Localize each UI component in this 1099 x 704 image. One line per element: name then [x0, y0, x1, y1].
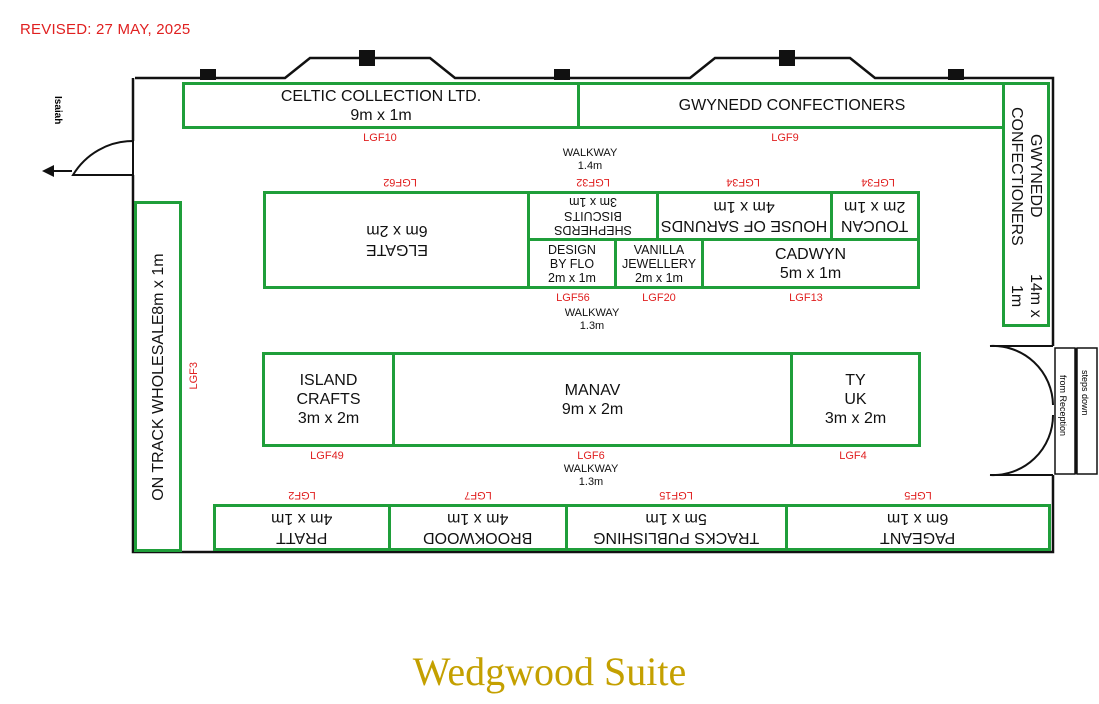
- stand-design-by-flo[interactable]: DESIGN BY FLO 2m x 1m: [527, 238, 617, 289]
- entrance-label-1: steps down: [1080, 370, 1090, 416]
- entrance-label-2: from Reception: [1058, 375, 1068, 437]
- stand-size: 4m x 1m: [713, 198, 776, 215]
- stand-name: PAGEANT: [880, 528, 956, 546]
- stand-celtic-collection[interactable]: CELTIC COLLECTION LTD. 9m x 1m: [182, 82, 580, 129]
- stand-code: LGF15: [659, 489, 693, 501]
- stand-size: 5m x 1m: [779, 264, 842, 282]
- stand-size: 5m x 1m: [645, 509, 708, 527]
- stand-name: CADWYN: [774, 245, 847, 263]
- stand-name: TOUCAN: [841, 217, 909, 234]
- stand-name: CELTIC COLLECTION LTD.: [280, 87, 482, 105]
- stand-ty-uk[interactable]: TY UK 3m x 2m: [790, 352, 921, 447]
- stand-code: LGF3: [188, 362, 200, 390]
- walkway-text: WALKWAY: [562, 147, 618, 159]
- stand-house-of-sarunds[interactable]: HOUSE OF SARUNDS 4m x 1m: [656, 191, 833, 241]
- stand-code: LGF6: [577, 450, 605, 462]
- stand-name: VANILLA JEWELLERY: [621, 242, 697, 271]
- stand-code: LGF49: [310, 450, 344, 462]
- stand-size: 4m x 1m: [271, 509, 333, 527]
- stand-toucan[interactable]: TOUCAN 2m x 1m: [830, 191, 920, 241]
- stand-name: GWYNEDD CONFECTIONERS: [678, 97, 906, 114]
- stand-code: LGF5: [904, 489, 932, 501]
- stand-size: 3m x 1m: [569, 195, 617, 209]
- stand-size: 3m x 2m: [824, 410, 887, 427]
- stand-size: 2m x 1m: [548, 270, 596, 285]
- stand-code: LGF34: [861, 176, 895, 188]
- walkway-text: WALKWAY: [564, 307, 620, 319]
- stand-code: LGF62: [383, 176, 417, 188]
- stand-tracks-publishing[interactable]: TRACKS PUBLISHING 5m x 1m: [565, 504, 788, 551]
- stand-size: 14m x 1m: [1008, 273, 1044, 318]
- stand-name: GWYNEDD CONFECTIONERS: [1008, 106, 1044, 246]
- stand-code: LGF13: [789, 292, 823, 304]
- stand-pageant[interactable]: PAGEANT 6m x 1m: [785, 504, 1051, 551]
- stand-name: ELGATE: [365, 241, 428, 258]
- stand-size: 3m x 2m: [297, 410, 360, 427]
- walkway-label: WALKWAY 1.4m: [550, 147, 630, 173]
- stand-size: 2m x 1m: [635, 270, 683, 285]
- stand-name: TRACKS PUBLISHING: [593, 528, 760, 546]
- walkway-width: 1.4m: [577, 160, 603, 172]
- stand-gwynedd-side[interactable]: GWYNEDD CONFECTIONERS 14m x 1m: [1002, 82, 1050, 327]
- stand-gwynedd-top[interactable]: GWYNEDD CONFECTIONERS: [577, 82, 1004, 129]
- stand-size: 8m x 1m: [149, 252, 167, 314]
- stand-code: LGF2: [288, 489, 316, 501]
- walkway-width: 1.3m: [578, 476, 604, 488]
- stand-size: 9m x 2m: [561, 400, 624, 418]
- stand-size: 4m x 1m: [447, 509, 509, 527]
- stand-code: LGF9: [771, 132, 799, 144]
- stand-name: PRATT: [276, 528, 328, 546]
- walkway-width: 1.3m: [579, 320, 605, 332]
- exit-label: Isaiah: [52, 96, 63, 125]
- stand-code: LGF7: [464, 489, 492, 501]
- stand-island-crafts[interactable]: ISLAND CRAFTS 3m x 2m: [262, 352, 395, 447]
- stand-shepherds[interactable]: 3m x 1m SHEPHERDS BISCUITS: [527, 191, 659, 241]
- stand-manav[interactable]: MANAV 9m x 2m: [392, 352, 793, 447]
- stand-name: HOUSE OF SARUNDS: [661, 217, 828, 234]
- stand-brookwood[interactable]: BROOKWOOD 4m x 1m: [388, 504, 568, 551]
- walkway-label: WALKWAY 1.3m: [551, 463, 631, 489]
- stand-size: 6m x 1m: [887, 509, 949, 527]
- stand-name: SHEPHERDS BISCUITS: [554, 209, 632, 237]
- stand-size: 9m x 1m: [350, 106, 412, 124]
- stand-cadwyn[interactable]: CADWYN 5m x 1m: [701, 238, 920, 289]
- stand-code: LGF4: [839, 450, 867, 462]
- stand-on-track-wholesale[interactable]: ON TRACK WHOLESALE 8m x 1m: [134, 201, 182, 552]
- stand-name: BROOKWOOD: [423, 528, 533, 546]
- venue-title: Wedgwood Suite: [412, 649, 687, 694]
- stand-code: LGF20: [642, 292, 676, 304]
- stand-size: 2m x 1m: [844, 198, 906, 215]
- stand-name: ON TRACK WHOLESALE: [149, 313, 167, 501]
- stand-code: LGF32: [576, 176, 610, 188]
- revised-date: REVISED: 27 MAY, 2025: [20, 21, 191, 38]
- stand-pratt[interactable]: PRATT 4m x 1m: [213, 504, 391, 551]
- stand-vanilla-jewellery[interactable]: VANILLA JEWELLERY 2m x 1m: [614, 238, 704, 289]
- stand-code: LGF10: [363, 132, 397, 144]
- stand-name: MANAV: [564, 381, 621, 399]
- stand-name: ISLAND CRAFTS: [296, 372, 361, 408]
- stand-code: LGF34: [726, 176, 760, 188]
- walkway-label: WALKWAY 1.3m: [552, 307, 632, 333]
- stand-name: TY UK: [844, 372, 867, 408]
- walkway-text: WALKWAY: [563, 463, 619, 475]
- stand-name: DESIGN BY FLO: [548, 242, 596, 271]
- stand-code: LGF56: [556, 292, 590, 304]
- stand-size: 6m x 2m: [365, 222, 428, 239]
- stand-elgate[interactable]: ELGATE 6m x 2m: [263, 191, 530, 289]
